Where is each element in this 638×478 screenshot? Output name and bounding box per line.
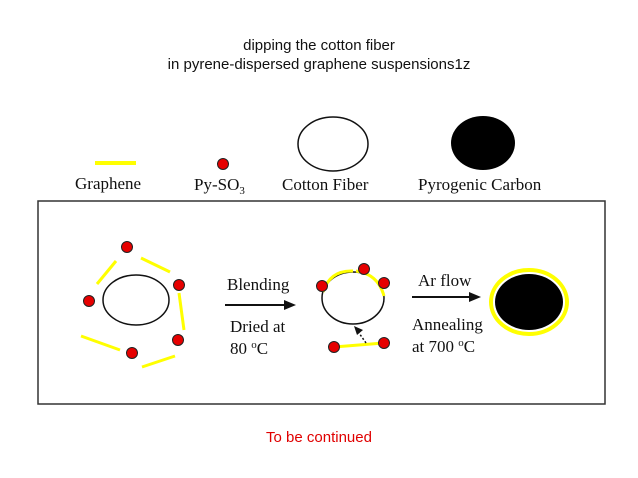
graphene-sheet <box>333 341 384 349</box>
graphene-sheet <box>140 256 171 274</box>
graphene-sheet <box>95 260 118 285</box>
dried-temperature-label: 80 oC <box>230 339 268 358</box>
dried-at-label: Dried at <box>230 317 286 336</box>
blending-arrow <box>225 300 296 310</box>
stage-1-cotton-fiber <box>102 274 170 326</box>
py-so3-molecule <box>358 263 370 275</box>
graphene-shell <box>489 268 569 336</box>
process-box <box>37 200 606 405</box>
py-so3-molecule <box>378 337 390 349</box>
title-line-2: in pyrene-dispersed graphene suspensions… <box>167 56 471 73</box>
legend-py-so3-symbol <box>217 158 229 170</box>
graphene-sheet <box>177 292 186 331</box>
attach-arrow-head <box>354 326 363 335</box>
legend-pyrogenic-carbon-label: Pyrogenic Carbon <box>418 175 542 194</box>
blending-label: Blending <box>227 275 290 294</box>
stage-2-coated-fiber <box>316 263 390 353</box>
py-so3-molecule <box>172 334 184 346</box>
annealing-temperature-label: at 700 oC <box>412 337 475 356</box>
py-so3-molecule <box>126 347 138 359</box>
stage-3-pyrogenic-carbon <box>489 268 569 336</box>
pyrogenic-carbon-core <box>495 274 563 330</box>
stage-2-cotton-fiber <box>321 271 385 325</box>
ar-flow-arrow <box>412 292 481 302</box>
legend-pyrogenic-carbon-symbol <box>451 116 515 170</box>
legend-py-so3-label: Py-SO3 <box>194 175 245 197</box>
graphene-sheet <box>80 334 121 352</box>
graphene-sheet <box>141 354 176 369</box>
legend-graphene-label: Graphene <box>75 174 141 193</box>
py-so3-molecule <box>316 280 328 292</box>
to-be-continued-note: To be continued <box>266 429 372 446</box>
py-so3-molecule <box>121 241 133 253</box>
py-so3-molecule <box>83 295 95 307</box>
ar-flow-label: Ar flow <box>418 271 472 290</box>
title-line-1: dipping the cotton fiber <box>243 37 395 54</box>
py-so3-molecule <box>378 277 390 289</box>
legend-cotton-fiber-symbol <box>297 116 369 172</box>
attach-arrow-dotted <box>358 332 367 344</box>
py-so3-molecule <box>328 341 340 353</box>
py-so3-molecule <box>173 279 185 291</box>
legend-cotton-fiber-label: Cotton Fiber <box>282 175 369 194</box>
annealing-label: Annealing <box>412 315 483 334</box>
stage-1-cotton-with-graphene <box>80 241 186 369</box>
